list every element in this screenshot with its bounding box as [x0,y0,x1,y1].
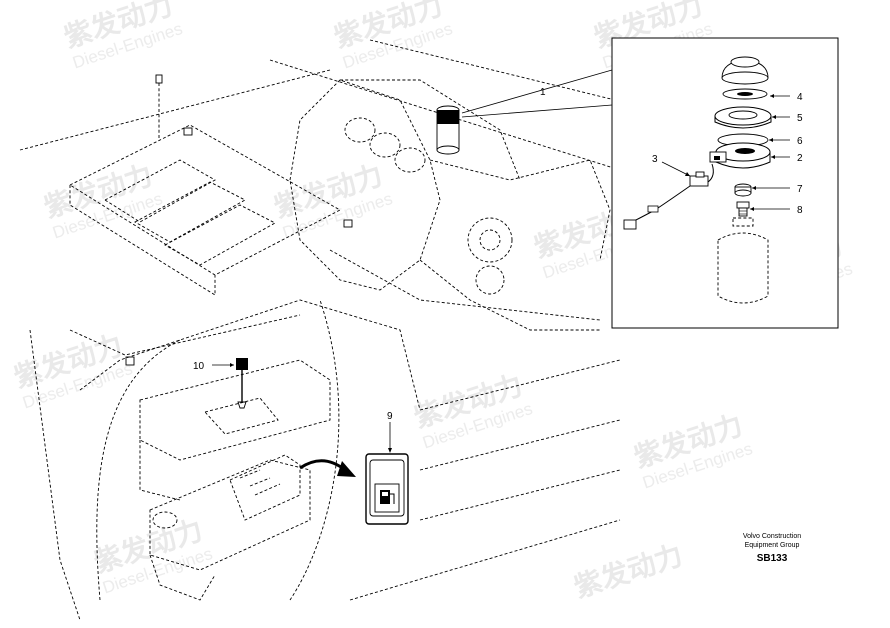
callout-6: 6 [797,136,803,147]
watermark-cn-text: 紫发动力 [570,538,687,604]
nipple-part-8 [736,201,750,217]
bolt-marker [155,74,163,140]
callout-1: 1 [540,87,546,98]
housing-part-2 [709,142,771,169]
callout-2: 2 [797,153,803,164]
sensor-part-10 [212,358,248,409]
callout-labels: 1 2 3 4 5 6 7 8 9 10 [193,87,803,422]
drawing-code: SB133 [757,553,788,564]
callout-7: 7 [797,184,803,195]
switch-detail-9 [365,422,409,525]
bolt-marker [343,219,353,228]
callout-3: 3 [652,154,658,165]
watermark-4: 紫发动力 Diesel-Engines [40,158,165,242]
watermark-1: 紫发动力 Diesel-Engines [60,0,185,72]
connector-part-3 [623,163,714,230]
watermark-12: 紫发动力 [570,538,687,604]
callout-8: 8 [797,205,803,216]
brand-block: Volvo Construction Equipment Group SB133 [743,533,801,564]
machine-outline [19,39,621,621]
callout-4: 4 [797,92,803,103]
watermark-11: 紫发动力 Diesel-Engines [90,513,215,597]
bushing-part-7 [734,183,752,197]
brand-line-2: Equipment Group [745,542,800,549]
bolt-marker [183,127,193,136]
ring-part-5 [714,106,772,129]
watermark-2: 紫发动力 Diesel-Engines [330,0,455,72]
leader-lines [461,69,613,118]
watermark-8: 紫发动力 Diesel-Engines [10,328,135,412]
callout-leaders [661,94,790,211]
callout-10: 10 [193,361,205,372]
cap-part-4 [721,56,769,100]
pointer-arrow [299,459,356,477]
filter-canister [717,217,769,304]
watermark-10: 紫发动力 Diesel-Engines [630,408,755,492]
watermark-9: 紫发动力 Diesel-Engines [410,368,535,452]
filter-part-1 [436,105,460,155]
detail-box [611,37,839,329]
callout-9: 9 [387,411,393,422]
watermark-5: 紫发动力 Diesel-Engines [270,158,395,242]
callout-5: 5 [797,113,803,124]
brand-line-1: Volvo Construction [743,533,801,540]
